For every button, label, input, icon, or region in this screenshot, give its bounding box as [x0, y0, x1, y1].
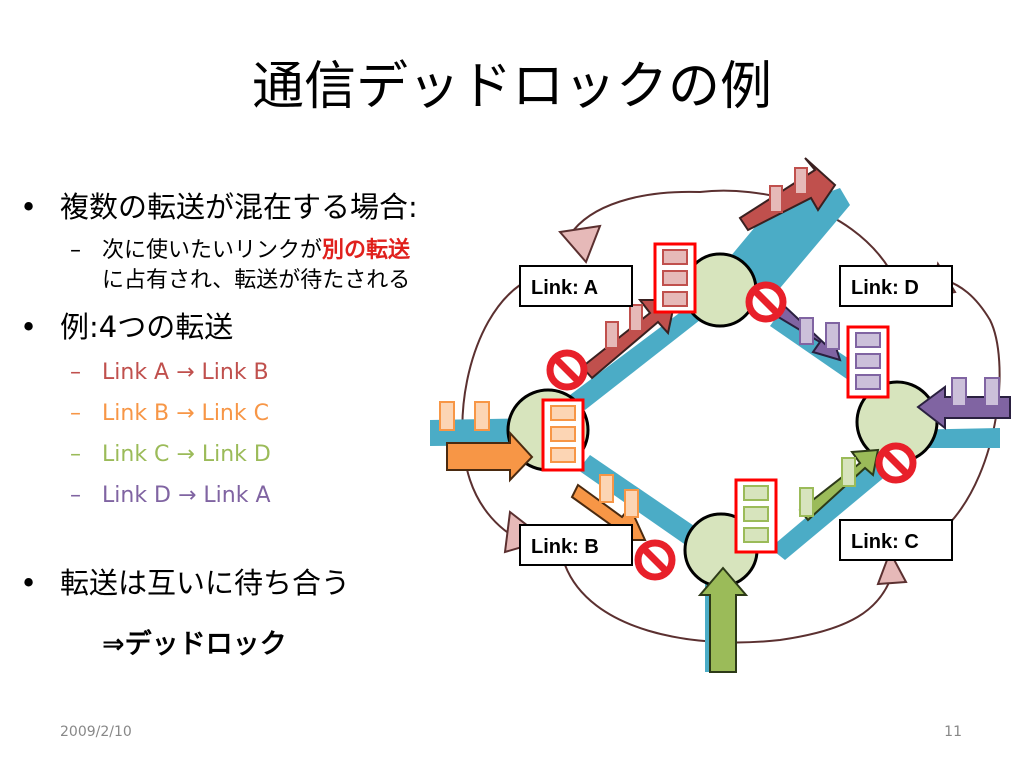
- footer-date: 2009/2/10: [60, 724, 132, 740]
- slide-title: 通信デッドロックの例: [251, 57, 772, 117]
- prohibited-icon: [749, 285, 783, 319]
- prohibited-icon: [550, 353, 584, 387]
- link-label-b: Link: B: [519, 524, 633, 566]
- link-label-a: Link: A: [519, 265, 633, 307]
- transfer-c-arrow: [697, 448, 880, 673]
- buffer-d: [846, 325, 890, 399]
- svg-text:Link: A: Link: A: [531, 277, 598, 299]
- link-label-d: Link: D: [839, 265, 953, 307]
- transfer-a-arrow: [580, 157, 837, 380]
- buffer-b: [541, 398, 585, 472]
- svg-text:Link: C: Link: C: [851, 531, 919, 553]
- transfer-d-arrow: [768, 298, 1011, 431]
- circular-arrows: [461, 189, 1001, 644]
- deadlock-result: ⇒デッドロック: [102, 629, 287, 660]
- prohibited-icon: [638, 543, 672, 577]
- buffer-a: [653, 242, 697, 314]
- buffer-c: [734, 478, 778, 554]
- arrow-b-to-c: [876, 549, 908, 586]
- svg-text:Link: B: Link: B: [531, 536, 599, 558]
- svg-text:Link: D: Link: D: [851, 277, 919, 299]
- arrow-d-to-a: [558, 224, 602, 264]
- link-label-c: Link: C: [839, 519, 953, 561]
- prohibited-icon: [879, 446, 913, 480]
- page-number: 11: [944, 724, 962, 740]
